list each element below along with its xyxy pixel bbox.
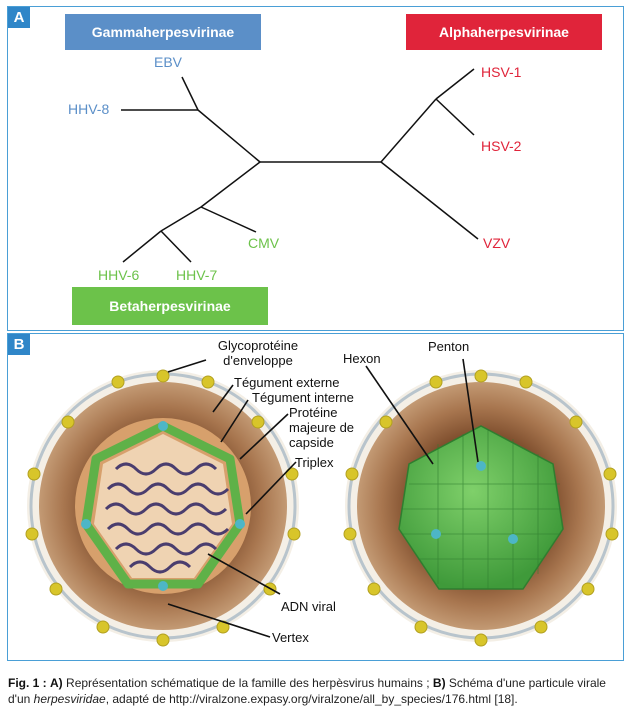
label-adn-viral: ADN viral bbox=[281, 599, 336, 614]
leaf-hsv1: HSV-1 bbox=[481, 64, 522, 80]
label-proteine-capside: Protéine majeure de capside bbox=[289, 405, 354, 450]
caption-b-tag: B) bbox=[432, 676, 446, 690]
label-tegument-externe: Tégument externe bbox=[234, 375, 340, 390]
label-penton: Penton bbox=[428, 339, 470, 354]
panel-a-tag: A bbox=[8, 7, 30, 28]
virion-illustration bbox=[25, 358, 619, 647]
label-triplex: Triplex bbox=[295, 455, 334, 470]
caption-b-text2: , adapté de http://viralzone.expasy.org/… bbox=[105, 692, 518, 706]
leaf-vzv: VZV bbox=[483, 235, 511, 251]
group-betaherpesvirinae: Betaherpesvirinae bbox=[72, 287, 268, 325]
panel-a: A Gammaherpesvirinae Alphaherpesvirinae … bbox=[7, 6, 624, 331]
leaf-ebv: EBV bbox=[154, 54, 183, 70]
leaf-hhv7: HHV-7 bbox=[176, 267, 218, 283]
leaf-hhv6: HHV-6 bbox=[98, 267, 140, 283]
label-glycoprotein-line2: d'enveloppe bbox=[223, 353, 293, 368]
virion-left bbox=[25, 369, 301, 647]
leaf-hsv2: HSV-2 bbox=[481, 138, 522, 154]
label-glycoprotein: Glycoprotéine d'enveloppe bbox=[208, 338, 308, 368]
caption-fig-number: Fig. 1 : bbox=[8, 676, 47, 690]
virion-right bbox=[343, 369, 619, 647]
label-tegument-interne: Tégument interne bbox=[252, 390, 354, 405]
caption-b-text1: Schéma d'une particule virale d'un bbox=[8, 676, 606, 706]
label-proteine-line1: Protéine bbox=[289, 405, 338, 420]
label-proteine-line2: majeure de bbox=[289, 420, 355, 435]
group-alphaherpesvirinae: Alphaherpesvirinae bbox=[406, 14, 602, 50]
leaf-cmv: CMV bbox=[248, 235, 280, 251]
label-proteine-line3: capside bbox=[289, 435, 334, 450]
label-hexon: Hexon bbox=[343, 351, 381, 366]
caption-a-text: Représentation schématique de la famille… bbox=[66, 676, 430, 690]
phylogenetic-tree bbox=[121, 68, 479, 263]
caption-a-tag: A) bbox=[50, 676, 63, 690]
label-vertex: Vertex bbox=[272, 630, 309, 645]
figure-caption: Fig. 1 : A) Représentation schématique d… bbox=[8, 675, 628, 707]
leaf-hhv8: HHV-8 bbox=[68, 101, 110, 117]
label-glycoprotein-line1: Glycoprotéine bbox=[217, 338, 299, 353]
caption-b-italic: herpesviridae bbox=[33, 692, 106, 706]
panel-b-tag: B bbox=[8, 334, 30, 355]
panel-b: B bbox=[7, 333, 624, 661]
group-gammaherpesvirinae: Gammaherpesvirinae bbox=[65, 14, 261, 50]
